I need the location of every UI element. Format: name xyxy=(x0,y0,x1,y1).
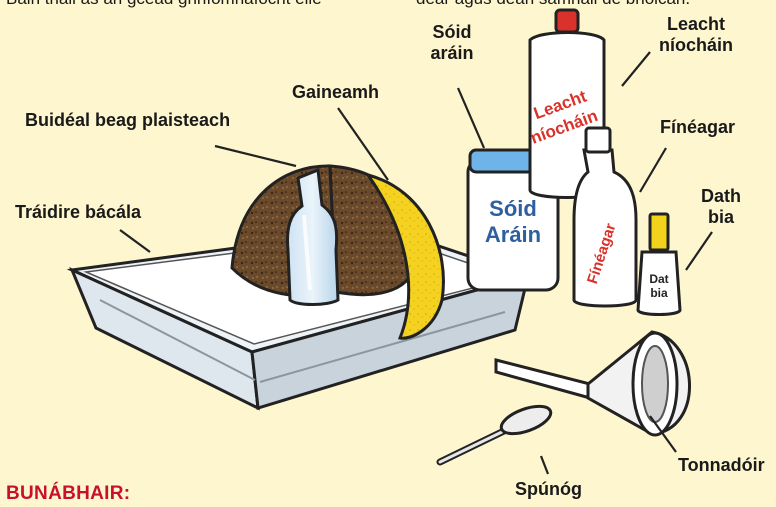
label-sand: Gaineamh xyxy=(292,82,379,103)
baking-soda-jar-text-1: Sóid xyxy=(489,196,537,221)
label-spoon: Spúnóg xyxy=(515,479,582,500)
label-baking-soda-line2: aráin xyxy=(422,43,482,64)
label-baking-tray: Tráidire bácála xyxy=(15,202,141,223)
label-dish-soap-line1: Leacht xyxy=(650,14,742,35)
label-food-coloring: Dath bia xyxy=(698,186,744,228)
label-food-coloring-line2: bia xyxy=(698,207,744,228)
spoon xyxy=(440,401,554,462)
baking-soda-jar-text-2: Aráin xyxy=(485,222,541,247)
label-vinegar: Fínéagar xyxy=(660,117,735,138)
food-coloring-text-1: Dat xyxy=(649,272,668,286)
food-coloring-bottle: Dat bia xyxy=(638,214,680,315)
label-plastic-bottle: Buidéal beag plaisteach xyxy=(25,110,230,131)
label-dish-soap: Leacht níocháin xyxy=(650,14,742,56)
label-baking-soda-line1: Sóid xyxy=(422,22,482,43)
top-text-right: dear agus déan samhail de bholcán. xyxy=(416,0,690,9)
food-coloring-text-2: bia xyxy=(650,286,668,300)
top-text-left: Bain triail as an gcéad ghníomhaíocht ei… xyxy=(6,0,322,9)
label-food-coloring-line1: Dath xyxy=(698,186,744,207)
label-funnel: Tonnadóir xyxy=(678,455,765,476)
label-dish-soap-line2: níocháin xyxy=(650,35,742,56)
materials-heading: BUNÁBHAIR: xyxy=(6,483,130,505)
label-baking-soda: Sóid aráin xyxy=(422,22,482,64)
